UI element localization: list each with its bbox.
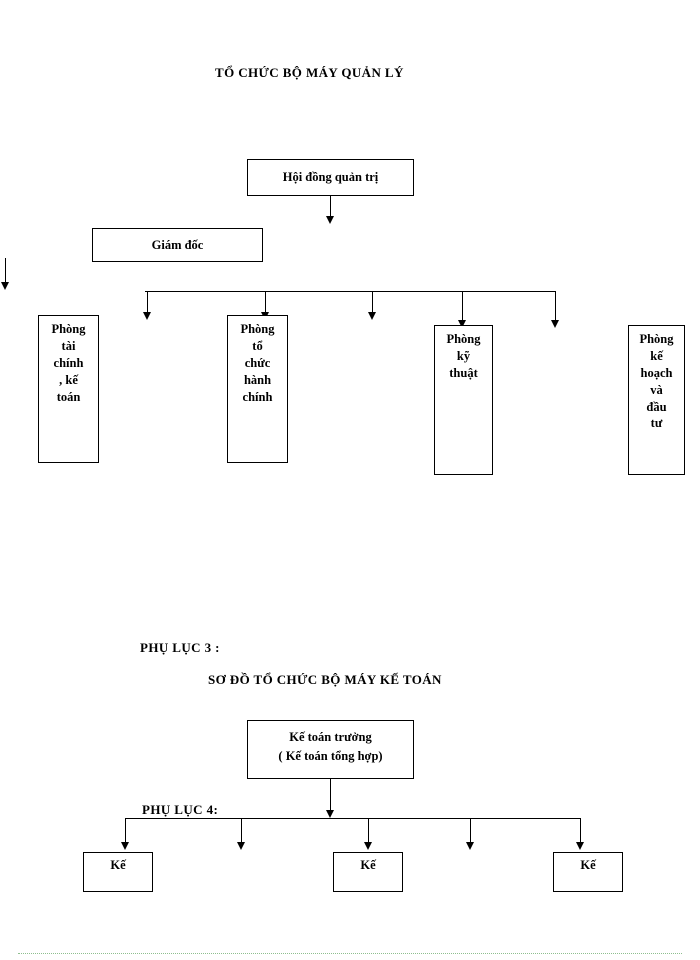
node-board-of-directors: Hội đồng quản trị <box>247 159 414 196</box>
node-label-line: thuật <box>449 365 478 380</box>
connector-acct-drop-4 <box>470 818 471 844</box>
accounting-chart-title: SƠ ĐỒ TỔ CHỨC BỘ MÁY KẾ TOÁN <box>208 672 442 687</box>
node-label-line: Phòng <box>240 322 275 336</box>
node-label-group: Kế <box>84 853 152 874</box>
node-label-line: tài <box>61 338 76 353</box>
arrowhead-chief-down <box>326 810 334 818</box>
node-label-line: Kế <box>110 858 126 872</box>
node-label-line: Phòng <box>446 332 481 346</box>
connector-drop-5 <box>555 291 556 324</box>
node-label-line: Hội đồng quản trị <box>282 170 379 184</box>
page-bottom-rule <box>18 953 682 954</box>
arrowhead-acct-drop-1 <box>121 842 129 850</box>
arrowhead-acct-drop-3 <box>364 842 372 850</box>
node-accounting-unit-1: Kế <box>83 852 153 892</box>
node-label-line: Giám đốc <box>151 238 204 252</box>
node-label-line: kế <box>650 348 663 363</box>
node-label-line: hoạch <box>640 365 673 380</box>
node-director: Giám đốc <box>92 228 263 262</box>
node-label-line: kỹ <box>456 348 471 363</box>
arrowhead-drop-3 <box>368 312 376 320</box>
connector-bus-accounting <box>125 818 580 819</box>
node-label-line: toán <box>56 389 81 404</box>
node-label-line: và <box>650 382 663 397</box>
node-label-line: tổ <box>252 338 263 353</box>
connector-acct-drop-3 <box>368 818 369 844</box>
node-label-line: đầu <box>646 399 667 414</box>
node-label-line: Kế <box>580 858 596 872</box>
node-label-group: Phòng tổ chức hành chính <box>228 316 287 405</box>
arrowhead-board-down <box>326 216 334 224</box>
arrowhead-acct-drop-4 <box>466 842 474 850</box>
node-label-line: chính <box>53 355 84 370</box>
node-label-line: chính <box>242 389 273 404</box>
node-label-line: Kế toán trưởng <box>289 730 372 744</box>
connector-drop-4 <box>462 291 463 324</box>
node-chief-accountant: Kế toán trưởng ( Kế toán tổng hợp) <box>247 720 414 779</box>
connector-acct-drop-5 <box>580 818 581 844</box>
node-accounting-unit-2: Kế <box>333 852 403 892</box>
appendix-3-label: PHỤ LỤC 3 : <box>140 640 220 655</box>
arrowhead-drop-4 <box>458 320 466 328</box>
node-label-group: Phòng tài chính , kế toán <box>39 316 98 405</box>
connector-bus-departments <box>145 291 555 292</box>
connector-drop-3 <box>372 291 373 314</box>
arrowhead-left-edge <box>1 282 9 290</box>
arrowhead-acct-drop-2 <box>237 842 245 850</box>
node-dept-administration: Phòng tổ chức hành chính <box>227 315 288 463</box>
node-label-line: hành <box>243 372 272 387</box>
arrowhead-drop-5 <box>551 320 559 328</box>
node-dept-finance: Phòng tài chính , kế toán <box>38 315 99 463</box>
node-label-line: Phòng <box>639 332 674 346</box>
arrowhead-acct-drop-5 <box>576 842 584 850</box>
connector-acct-drop-1 <box>125 818 126 844</box>
node-label-line: tư <box>650 416 663 431</box>
page-title: TỔ CHỨC BỘ MÁY QUẢN LÝ <box>215 65 404 80</box>
node-dept-planning-investment: Phòng kế hoạch và đầu tư <box>628 325 685 475</box>
node-label-line: Kế <box>360 858 376 872</box>
node-label-group: Kế toán trưởng ( Kế toán tổng hợp) <box>248 721 413 767</box>
node-label-line: chức <box>244 355 271 370</box>
node-label-line: Phòng <box>51 322 86 336</box>
connector-chief-down <box>330 779 331 812</box>
node-label-group: Kế <box>554 853 622 874</box>
arrowhead-drop-1 <box>143 312 151 320</box>
node-accounting-unit-3: Kế <box>553 852 623 892</box>
appendix-4-label: PHỤ LỤC 4: <box>140 802 221 818</box>
node-label-group: Kế <box>334 853 402 874</box>
connector-drop-2 <box>265 291 266 314</box>
node-label-line: ( Kế toán tổng hợp) <box>278 749 383 764</box>
connector-left-edge <box>5 258 6 284</box>
node-label-group: Phòng kế hoạch và đầu tư <box>629 326 684 432</box>
connector-acct-drop-2 <box>241 818 242 844</box>
node-label-group: Phòng kỹ thuật <box>435 326 492 382</box>
connector-board-down <box>330 196 331 218</box>
node-label-group: Hội đồng quản trị <box>248 160 413 186</box>
node-label-line: , kế <box>59 372 78 387</box>
node-dept-technical: Phòng kỹ thuật <box>434 325 493 475</box>
connector-drop-1 <box>147 291 148 314</box>
node-label-group: Giám đốc <box>93 229 262 254</box>
